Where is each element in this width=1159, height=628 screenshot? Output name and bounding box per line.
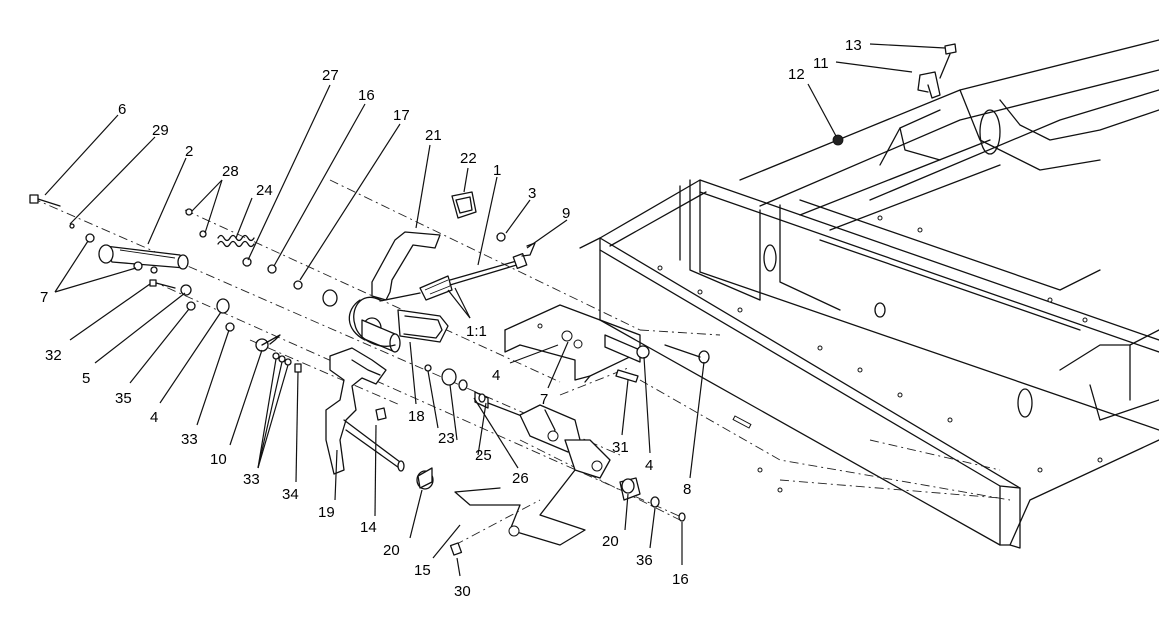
callout-6: 6 (118, 101, 126, 118)
right-hardware (615, 344, 710, 522)
pedal-bracket (449, 334, 641, 556)
pedal-arm (348, 191, 477, 347)
callout-25: 25 (475, 447, 492, 464)
callout-23: 23 (438, 430, 455, 447)
callout-4-left: 4 (150, 409, 158, 426)
callout-4-mid: 4 (492, 367, 500, 384)
callout-8: 8 (683, 481, 691, 498)
callout-10: 10 (210, 451, 227, 468)
spring-hardware (185, 208, 277, 274)
callout-30: 30 (454, 583, 471, 600)
cable-end (29, 194, 189, 274)
callout-33-mid: 33 (243, 471, 260, 488)
callout-36: 36 (636, 552, 653, 569)
pivot-shaft-hardware (149, 279, 302, 373)
callout-9: 9 (562, 205, 570, 222)
chassis-frame (579, 39, 1159, 549)
callout-19: 19 (318, 504, 335, 521)
callout-20-right: 20 (602, 533, 619, 550)
leader-lines (44, 43, 946, 577)
callout-3: 3 (528, 185, 536, 202)
assembly-axis-lines (31, 179, 721, 546)
top-bracket (832, 43, 957, 146)
callout-2: 2 (185, 143, 193, 160)
callout-18: 18 (408, 408, 425, 425)
callout-24: 24 (256, 182, 273, 199)
callout-11: 11 (813, 55, 829, 72)
callout-4-right: 4 (645, 457, 653, 474)
callout-15: 15 (414, 562, 431, 579)
callout-21: 21 (425, 127, 442, 144)
callout-16-top: 16 (358, 87, 375, 104)
callout-scale-1-1: 1:1 (466, 323, 487, 340)
callout-17: 17 (393, 107, 410, 124)
pivot-sleeve (293, 280, 401, 353)
callout-13: 13 (845, 37, 862, 54)
callout-14: 14 (360, 519, 377, 536)
callout-7-left: 7 (40, 289, 48, 306)
callout-35: 35 (115, 390, 132, 407)
callout-7-mid: 7 (540, 391, 548, 408)
callout-1: 1 (493, 162, 501, 179)
control-cable (379, 232, 536, 302)
callout-28: 28 (222, 163, 239, 180)
callout-32: 32 (45, 347, 62, 364)
callout-labels: 6 29 2 28 24 27 16 17 21 22 1 3 9 13 11 … (40, 37, 862, 600)
callout-20-left: 20 (383, 542, 400, 559)
callout-26: 26 (512, 470, 529, 487)
callout-12: 12 (788, 66, 805, 83)
callout-5: 5 (82, 370, 90, 387)
callout-33-left: 33 (181, 431, 198, 448)
callout-27: 27 (322, 67, 339, 84)
brake-pedal (325, 347, 434, 490)
callout-34: 34 (282, 486, 299, 503)
callout-29: 29 (152, 122, 169, 139)
callout-22: 22 (460, 150, 477, 167)
callout-16-bottom: 16 (672, 571, 689, 588)
callout-31: 31 (612, 439, 629, 456)
